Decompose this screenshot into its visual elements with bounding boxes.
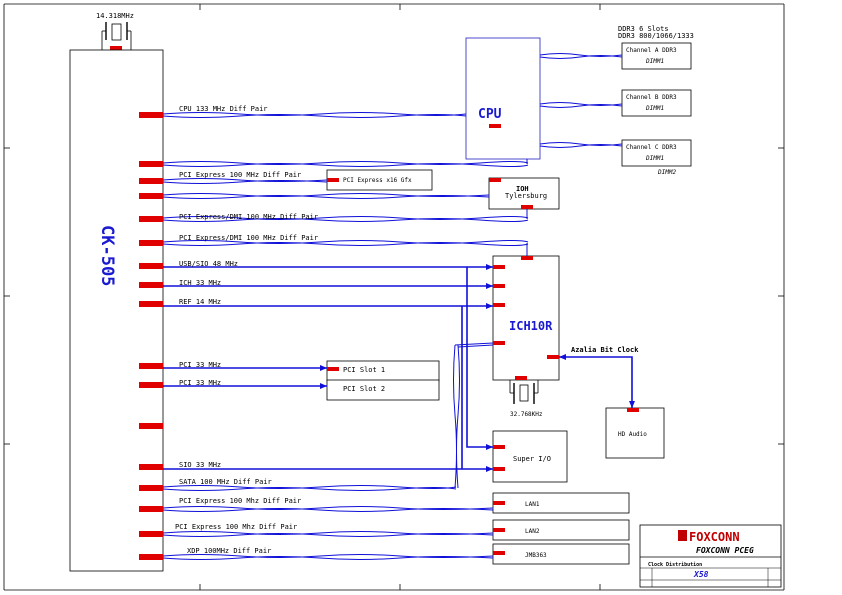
cpu-block: CPU (465, 37, 541, 160)
signal-sio: SIO 33 MHz (179, 461, 221, 469)
model-name: X58 (693, 570, 709, 579)
signal-lan2: PCI Express 100 Mhz Diff Pair (175, 523, 297, 531)
foxconn-logo-icon: FOXCONN (678, 530, 740, 544)
super-io-label: Super I/O (513, 455, 551, 463)
super-io-block: Super I/O (492, 430, 568, 483)
ck505-label: CK-505 (97, 225, 117, 286)
crystal-14mhz: 14.318MHz (96, 12, 134, 50)
signal-pcie-gfx: PCI Express 100 MHz Diff Pair (179, 171, 301, 179)
signal-azalia: Azalia Bit Clock (571, 346, 639, 354)
signal-cpu: CPU 133 MHz Diff Pair (179, 105, 268, 113)
ddr-channel-a: Channel A DDR3 DIMM1 (621, 42, 692, 70)
gfx-block: PCI Express x16 Gfx (326, 169, 433, 191)
company-name: FOXCONN PCEG (696, 546, 754, 555)
channel-b-dimm: DIMM1 (645, 105, 664, 112)
channel-b-label: Channel B DDR3 (626, 94, 677, 101)
jmb363-label: JMB363 (525, 552, 547, 559)
logo-text: FOXCONN (689, 530, 740, 544)
signal-sata: SATA 100 MHz Diff Pair (179, 478, 272, 486)
signal-lan1: PCI Express 100 Mhz Diff Pair (179, 497, 301, 505)
ck505-pins (139, 112, 163, 560)
arrowheads (320, 264, 635, 472)
jmb363-block: JMB363 (492, 543, 630, 565)
ioh-label: IOH (516, 185, 529, 193)
sheet-border (3, 3, 785, 591)
hd-audio-block: HD Audio (605, 407, 665, 459)
signal-dmi-1: PCI Express/DMI 100 MHz Diff Pair (179, 213, 318, 221)
signal-pci-2: PCI 33 MHz (179, 379, 221, 387)
signal-usb: USB/SIO 48 MHz (179, 260, 238, 268)
hd-audio-label: HD Audio (618, 431, 647, 438)
channel-c-dimm: DIMM1 (645, 155, 664, 162)
title-block: FOXCONN FOXCONN PCEG Clock Distribution … (639, 524, 782, 588)
signal-ich33: ICH 33 MHz (179, 279, 221, 287)
signal-xdp: XDP 100MHz Diff Pair (187, 547, 271, 555)
lan2-block: LAN2 (492, 519, 630, 541)
ddr3-title: DDR3 6 Slots (618, 25, 669, 33)
signal-dmi-2: PCI Express/DMI 100 MHz Diff Pair (179, 234, 318, 242)
lan2-label: LAN2 (525, 528, 540, 535)
signal-ref14: REF 14 MHz (179, 298, 221, 306)
single-wires (163, 266, 633, 470)
crystal-bottom-label: 32.768KHz (510, 411, 543, 418)
diff-pair-links (162, 112, 529, 560)
ich-label: ICH10R (509, 319, 553, 333)
crystal-top-label: 14.318MHz (96, 12, 134, 20)
gfx-label: PCI Express x16 Gfx (343, 177, 412, 184)
channel-a-dimm: DIMM1 (645, 58, 664, 65)
ddr-channel-c: Channel C DDR3 DIMM1 (621, 139, 692, 167)
cpu-label: CPU (478, 107, 502, 122)
pci-slot-2: PCI Slot 2 (326, 379, 440, 401)
lan1-block: LAN1 (492, 492, 630, 514)
ioh-block: IOH Tylersburg (488, 177, 560, 210)
lan1-label: LAN1 (525, 501, 540, 508)
pci-slot-1: PCI Slot 1 (326, 360, 440, 382)
crystal-32khz: 32.768KHz (509, 380, 543, 418)
ioh-sub-label: Tylersburg (505, 192, 547, 200)
cpu-ddr-links (539, 53, 623, 148)
signal-labels: CPU 133 MHz Diff Pair PCI Express 100 MH… (175, 105, 639, 555)
dimm2-label: DIMM2 (657, 169, 676, 176)
channel-a-label: Channel A DDR3 (626, 47, 677, 54)
signal-pci-1: PCI 33 MHz (179, 361, 221, 369)
ddr3-speeds: DDR3 800/1066/1333 (618, 32, 694, 40)
ddr-channel-b: Channel B DDR3 DIMM1 (621, 89, 692, 117)
channel-c-label: Channel C DDR3 (626, 144, 677, 151)
sheet-title: Clock Distribution (648, 562, 702, 568)
pci-slot-1-label: PCI Slot 1 (343, 366, 385, 374)
pci-slot-2-label: PCI Slot 2 (343, 385, 385, 393)
ck505-chip: CK-505 (69, 49, 164, 572)
ich10r-block: ICH10R (492, 255, 560, 381)
